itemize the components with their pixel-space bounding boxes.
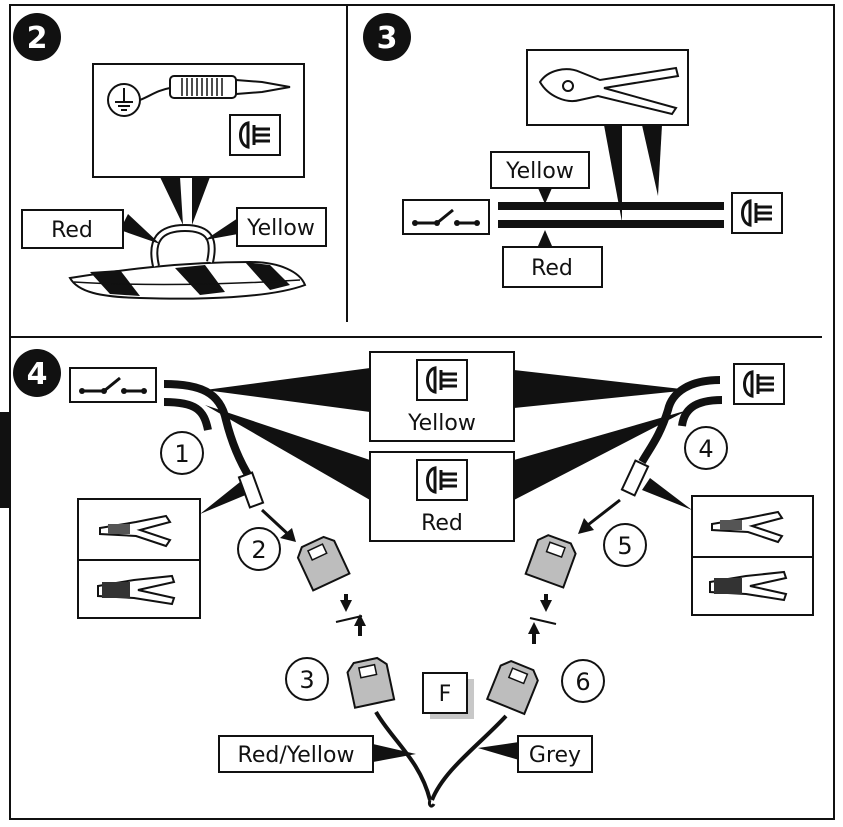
label-red: Red xyxy=(531,256,573,281)
pointer-beam xyxy=(200,482,248,514)
callout-3 xyxy=(285,657,329,701)
step-number-4: 4 xyxy=(27,357,48,392)
mating-arrows-right xyxy=(528,594,557,644)
panel-step-4: 4 Yellow Red 1 2 3 4 5 6 xyxy=(13,349,814,808)
rear-fog-light-icon xyxy=(730,191,784,235)
pointer-beam xyxy=(205,405,370,500)
crimp-tools-box-right xyxy=(691,495,814,616)
label-pointer xyxy=(373,744,416,762)
step-badge-2 xyxy=(13,13,61,61)
rear-fog-light-icon xyxy=(415,358,469,402)
label-pointer xyxy=(538,188,552,204)
step-badge-3 xyxy=(363,13,411,61)
page-edge-tab xyxy=(0,412,9,508)
connector-label-box xyxy=(422,672,468,714)
wiring-harness xyxy=(68,223,307,300)
step-number-3: 3 xyxy=(377,21,398,56)
label-yellow-box xyxy=(490,151,590,189)
label-yellow: Yellow xyxy=(246,216,315,241)
callout-6 xyxy=(561,659,605,703)
panel-step-3: 3 Yellow Red xyxy=(363,13,784,288)
callout-1 xyxy=(160,431,204,475)
label-grey: Grey xyxy=(529,743,581,768)
connector-label-f: F xyxy=(439,682,452,707)
pointer-beam xyxy=(642,478,692,510)
terminal-left xyxy=(237,471,265,509)
rear-fog-light-icon xyxy=(732,362,786,406)
callout-2 xyxy=(237,527,281,571)
ground-symbol-icon xyxy=(107,83,141,117)
step-number-2: 2 xyxy=(27,21,48,56)
label-yellow: Yellow xyxy=(505,159,574,184)
callout-5 xyxy=(603,523,647,567)
label-red: Red xyxy=(421,511,463,536)
label-grey-box xyxy=(517,735,593,773)
arrow-left-upper xyxy=(260,508,296,542)
rear-fog-light-icon xyxy=(228,113,282,157)
arrow-right-upper xyxy=(578,498,621,534)
switch-icon xyxy=(68,366,158,404)
label-red-yellow: Red/Yellow xyxy=(238,743,355,768)
mating-arrows-left xyxy=(335,594,366,636)
label-red: Red xyxy=(51,218,93,243)
connector-plug-left xyxy=(344,655,396,709)
connector-housing-left xyxy=(293,532,351,592)
callout-3-label: 3 xyxy=(299,666,314,694)
callout-4 xyxy=(684,426,728,470)
wire-right-upper xyxy=(638,376,721,465)
wire-right-lower xyxy=(678,396,723,427)
pointer-beam xyxy=(205,368,370,412)
label-pointer xyxy=(120,214,160,244)
pointer-beam xyxy=(160,177,183,225)
terminal-right xyxy=(620,459,650,497)
label-pointer xyxy=(538,230,552,246)
connector-plug-right xyxy=(486,657,542,715)
step-badge-4 xyxy=(13,349,61,397)
pointer-beam xyxy=(514,410,688,500)
pointer-beam xyxy=(192,177,210,225)
switch-icon xyxy=(401,198,491,236)
label-red-box xyxy=(21,209,124,249)
wire-left-upper xyxy=(163,380,254,481)
rear-fog-light-icon xyxy=(415,458,469,502)
pointer-beam xyxy=(514,370,690,408)
side-cutter-icon xyxy=(538,66,680,116)
outer-frame xyxy=(9,4,835,820)
crimp-tools-box-left xyxy=(77,498,201,619)
label-yellow-box xyxy=(236,207,327,247)
callout-6-label: 6 xyxy=(575,668,590,696)
callout-2-label: 2 xyxy=(251,536,266,564)
callout-5-label: 5 xyxy=(617,532,632,560)
wire-left-lower xyxy=(163,398,212,431)
label-pointer xyxy=(478,742,519,760)
label-red-box xyxy=(502,246,603,288)
label-red-yellow-box xyxy=(218,735,374,773)
pointer-beam xyxy=(642,125,662,196)
panel-step-2: 2 xyxy=(13,13,327,300)
pointer-beam xyxy=(604,125,622,222)
callout-1-label: 1 xyxy=(174,440,189,468)
label-yellow: Yellow xyxy=(407,411,476,436)
callout-4-label: 4 xyxy=(698,435,713,463)
label-pointer xyxy=(205,218,238,240)
circuit-tester-icon xyxy=(139,75,291,101)
connector-housing-right xyxy=(524,531,580,589)
pigtail-grey xyxy=(430,714,508,801)
